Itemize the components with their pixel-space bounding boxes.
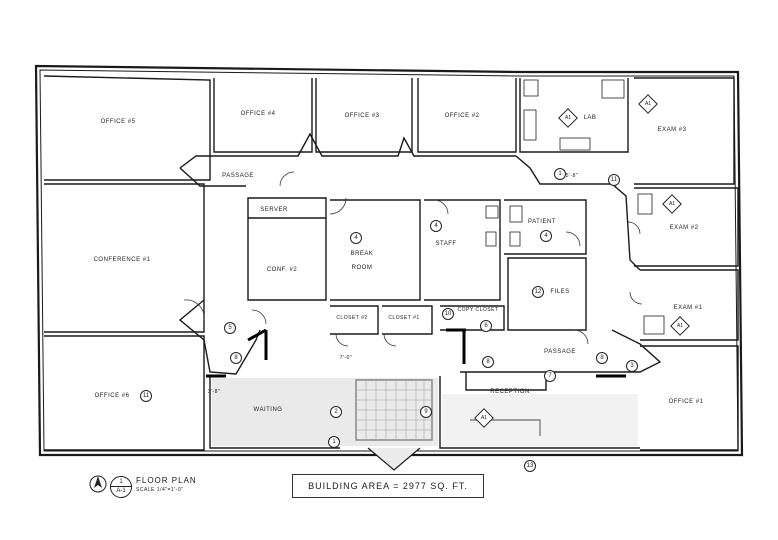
building-area-text: BUILDING AREA = 2977 SQ. FT. (308, 481, 468, 491)
room-tag: 3 (626, 360, 638, 372)
drawing-scale: SCALE 1/4"=1'-0" (136, 487, 184, 493)
building-area-box: BUILDING AREA = 2977 SQ. FT. (292, 474, 484, 498)
dimension-note: 7'-0" (339, 355, 353, 361)
dimension-note: 5'-8" (565, 173, 579, 179)
sheet-reference: 1 A-1 (110, 476, 132, 498)
room-label-patient: PATIENT (528, 219, 556, 225)
room-tag: 9 (420, 406, 432, 418)
room-tag: 8 (596, 352, 608, 364)
north-arrow-icon (89, 475, 107, 493)
room-label-staff: STAFF (435, 241, 457, 247)
room-label-conf-2: CONF. #2 (266, 267, 298, 273)
room-tag: 1 (554, 168, 566, 180)
room-tag: 11 (140, 390, 152, 402)
room-label-server: SERVER (260, 207, 288, 213)
room-label-office-1: OFFICE #1 (668, 399, 704, 405)
room-label-break: BREAK (350, 251, 374, 257)
room-label-office-4: OFFICE #4 (240, 111, 276, 117)
room-label-exam-3: EXAM #3 (657, 127, 687, 133)
room-tag: 11 (608, 174, 620, 186)
room-tag: 6 (480, 320, 492, 332)
room-label-office-5: OFFICE #5 (100, 119, 136, 125)
room-label-room: ROOM (351, 265, 373, 271)
room-label-waiting: WAITING (253, 407, 283, 413)
room-label-copy-closet: COPY CLOSET (457, 307, 499, 313)
room-tag: 1 (328, 436, 340, 448)
dimension-note: 3'-8" (207, 389, 221, 395)
room-label-office-2: OFFICE #2 (444, 113, 480, 119)
room-tag: 10 (442, 308, 454, 320)
room-tag: 4 (350, 232, 362, 244)
drawing-title: FLOOR PLAN (136, 476, 197, 485)
room-label-exam-2: EXAM #2 (669, 225, 699, 231)
sheet-ref: A-1 (116, 488, 126, 494)
room-label-exam-1: EXAM #1 (673, 305, 703, 311)
room-label-office-6: OFFICE #6 (94, 393, 130, 399)
room-tag: 4 (430, 220, 442, 232)
room-label-passage-top: PASSAGE (222, 173, 254, 179)
room-tag: 2 (330, 406, 342, 418)
room-tag: 8 (482, 356, 494, 368)
room-tag: 7 (544, 370, 556, 382)
room-label-closet-1: CLOSET #1 (388, 315, 420, 321)
room-label-conference-1: CONFERENCE #1 (93, 257, 151, 263)
room-tag: 8 (230, 352, 242, 364)
title-block: 1 A-1 FLOOR PLAN SCALE 1/4"=1'-0" (88, 474, 248, 500)
room-label-reception: RECEPTION (490, 389, 530, 395)
room-label-office-3: OFFICE #3 (344, 113, 380, 119)
room-tag: 4 (540, 230, 552, 242)
sheet-number: 1 (111, 477, 131, 487)
room-label-files: FILES (550, 289, 570, 295)
room-label-lab: LAB (583, 115, 597, 121)
room-tag: 12 (532, 286, 544, 298)
room-tag: 13 (524, 460, 536, 472)
room-label-passage-right: PASSAGE (544, 349, 576, 355)
room-tag: 5 (224, 322, 236, 334)
room-label-closet-2: CLOSET #2 (336, 315, 368, 321)
